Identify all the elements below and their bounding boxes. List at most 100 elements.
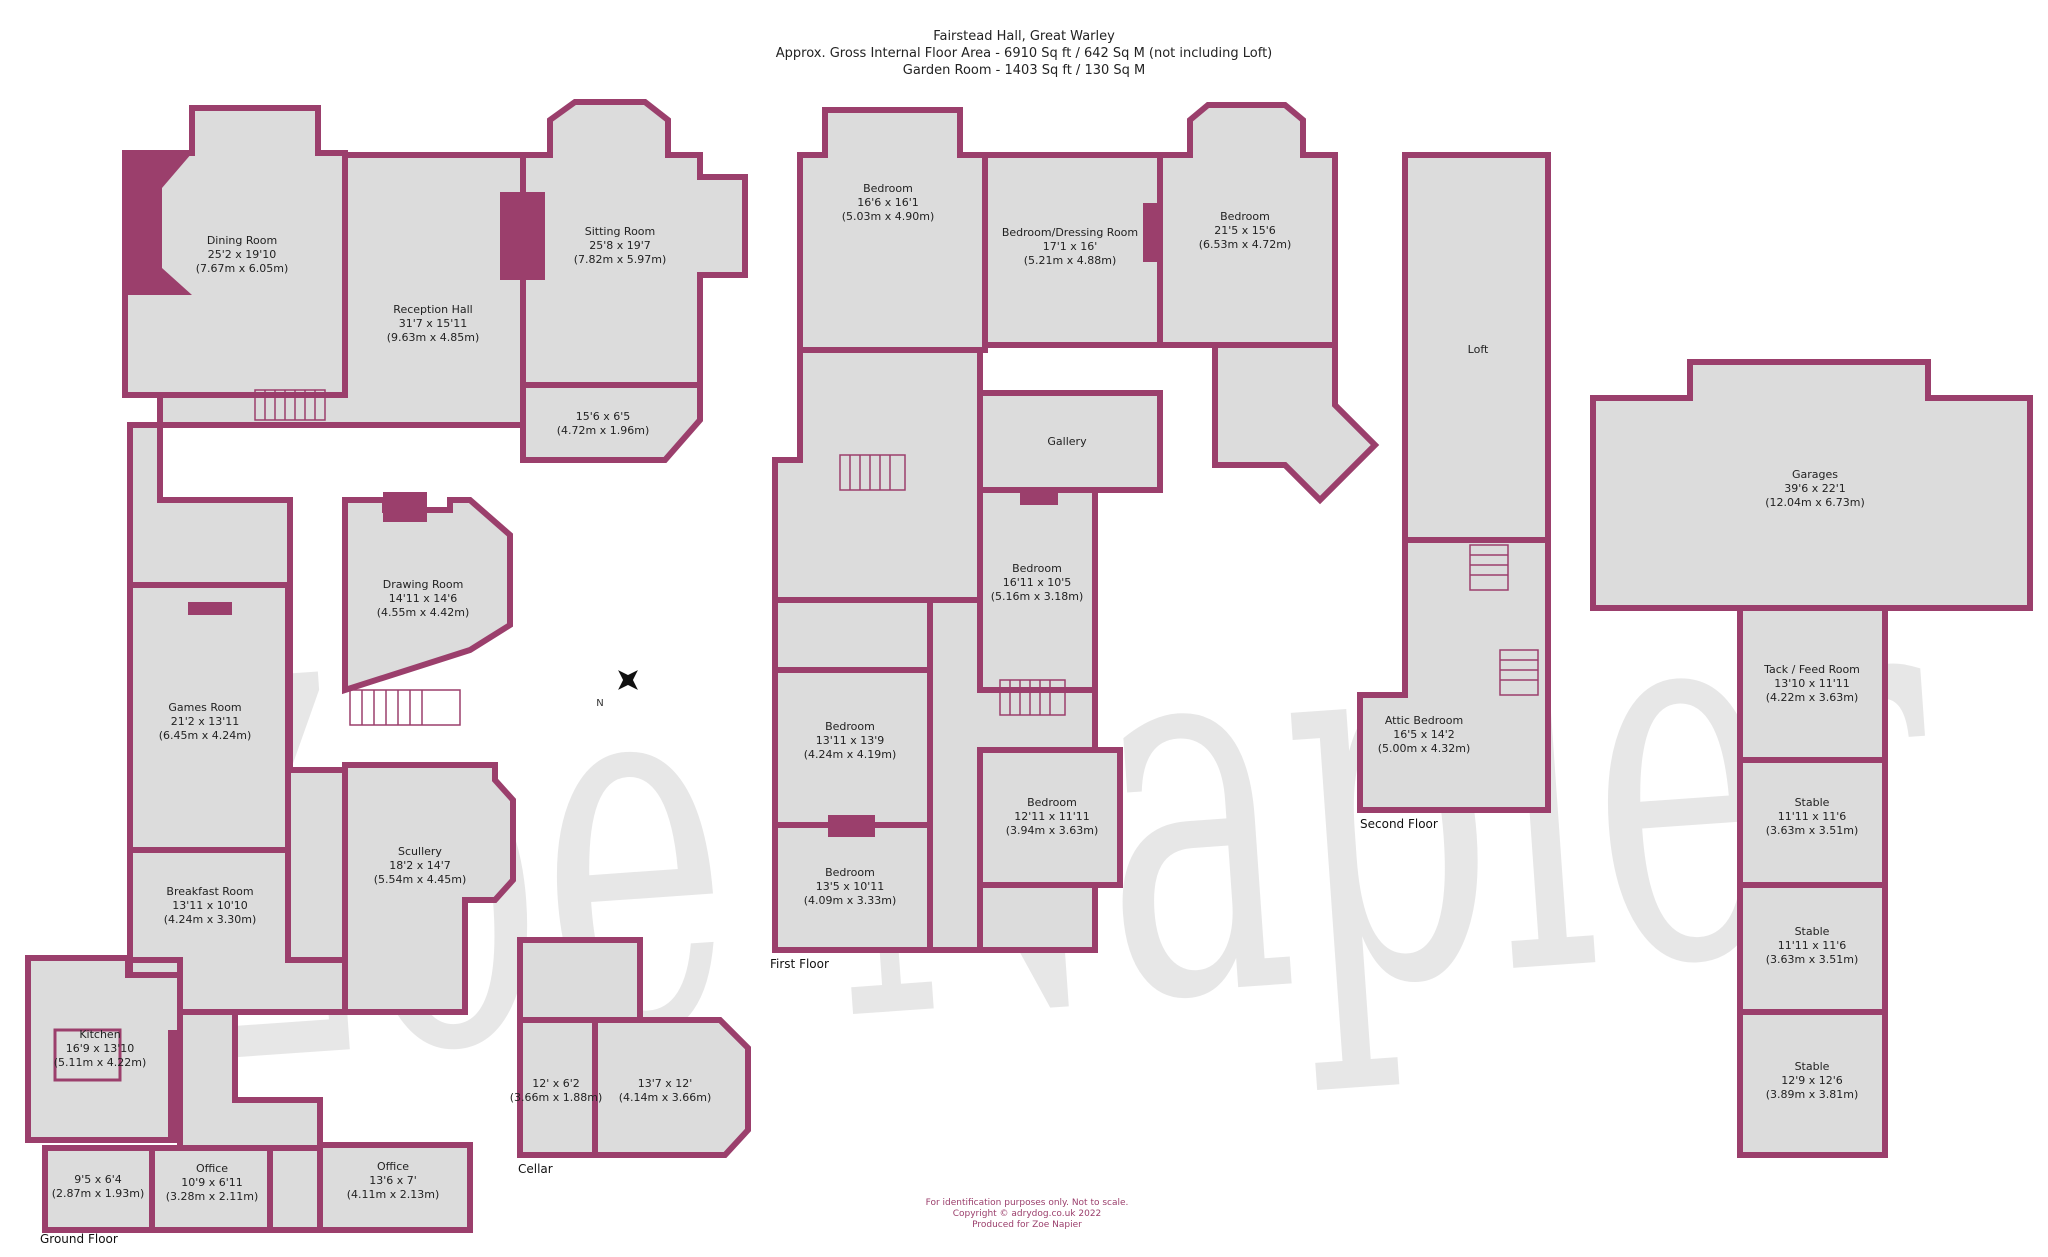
svg-text:Garages: Garages [1792, 468, 1838, 481]
svg-text:21'2 x 13'11: 21'2 x 13'11 [171, 715, 240, 728]
svg-text:(9.63m x 4.85m): (9.63m x 4.85m) [387, 331, 480, 344]
ensuite-room-shape [1212, 342, 1380, 505]
svg-text:Stable: Stable [1795, 1060, 1830, 1073]
bed3-fireplace [1020, 492, 1058, 505]
svg-text:Dining Room: Dining Room [207, 234, 277, 247]
svg-text:Bedroom: Bedroom [1220, 210, 1270, 223]
svg-text:(4.24m x 3.30m): (4.24m x 3.30m) [164, 913, 257, 926]
svg-text:Tack / Feed Room: Tack / Feed Room [1763, 663, 1860, 676]
first-landing-shape [772, 347, 983, 603]
compass-label: N [596, 698, 603, 709]
label-kitchen: Kitchen 16'9 x 13'10 (5.11m x 4.22m) [54, 1028, 147, 1069]
svg-text:Sitting Room: Sitting Room [585, 225, 656, 238]
svg-text:(5.11m x 4.22m): (5.11m x 4.22m) [54, 1056, 147, 1069]
svg-text:13'5 x 10'11: 13'5 x 10'11 [816, 880, 885, 893]
svg-text:12' x 6'2: 12' x 6'2 [532, 1077, 580, 1090]
svg-text:(3.63m x 3.51m): (3.63m x 3.51m) [1766, 953, 1859, 966]
svg-text:31'7 x 15'11: 31'7 x 15'11 [399, 317, 468, 330]
svg-text:(12.04m x 6.73m): (12.04m x 6.73m) [1765, 496, 1865, 509]
label-stable2: Stable 11'11 x 11'6 (3.63m x 3.51m) [1766, 925, 1859, 966]
dining-fireplace [125, 153, 192, 295]
svg-text:Office: Office [196, 1162, 228, 1175]
svg-text:12'11 x 11'11: 12'11 x 11'11 [1014, 810, 1090, 823]
svg-text:(3.28m x 2.11m): (3.28m x 2.11m) [166, 1190, 259, 1203]
svg-text:16'9 x 13'10: 16'9 x 13'10 [66, 1042, 135, 1055]
label-office2: Office 13'6 x 7' (4.11m x 2.13m) [347, 1160, 440, 1201]
bed6-room-shape [772, 822, 933, 953]
label-dining: Dining Room 25'2 x 19'10 (7.67m x 6.05m) [196, 234, 289, 275]
cellar-plan [517, 937, 751, 1158]
svg-text:13'10 x 11'11: 13'10 x 11'11 [1774, 677, 1850, 690]
svg-text:16'5 x 14'2: 16'5 x 14'2 [1393, 728, 1455, 741]
svg-text:Kitchen: Kitchen [79, 1028, 120, 1041]
svg-text:(4.14m x 3.66m): (4.14m x 3.66m) [619, 1091, 712, 1104]
bed6-fireplace [828, 815, 875, 837]
label-stable1: Stable 11'11 x 11'6 (3.63m x 3.51m) [1766, 796, 1859, 837]
svg-text:16'6 x 16'1: 16'6 x 16'1 [857, 196, 919, 209]
svg-text:25'8 x 19'7: 25'8 x 19'7 [589, 239, 651, 252]
garage-plan [1590, 359, 2033, 1158]
svg-text:(3.94m x 3.63m): (3.94m x 3.63m) [1006, 824, 1099, 837]
label-games: Games Room 21'2 x 13'11 (6.45m x 4.24m) [159, 701, 252, 742]
label-bed1: Bedroom 16'6 x 16'1 (5.03m x 4.90m) [842, 182, 935, 223]
label-bed6: Bedroom 13'5 x 10'11 (4.09m x 3.33m) [804, 866, 897, 907]
svg-text:Bedroom: Bedroom [1012, 562, 1062, 575]
svg-text:(4.72m x 1.96m): (4.72m x 1.96m) [557, 424, 650, 437]
wc-room-shape [267, 1145, 323, 1233]
svg-text:Office: Office [377, 1160, 409, 1173]
svg-text:21'5 x 15'6: 21'5 x 15'6 [1214, 224, 1276, 237]
plan-area: Approx. Gross Internal Floor Area - 6910… [776, 46, 1273, 61]
svg-text:Loft: Loft [1468, 343, 1489, 356]
svg-text:10'9 x 6'11: 10'9 x 6'11 [181, 1176, 243, 1189]
label-sitting: Sitting Room 25'8 x 19'7 (7.82m x 5.97m) [574, 225, 667, 266]
svg-text:Bedroom: Bedroom [863, 182, 913, 195]
svg-text:Games Room: Games Room [168, 701, 241, 714]
games-fireplace [188, 602, 232, 615]
svg-text:11'11 x 11'6: 11'11 x 11'6 [1778, 939, 1847, 952]
svg-text:(7.67m x 6.05m): (7.67m x 6.05m) [196, 262, 289, 275]
breakfast-room-shape [127, 847, 348, 1015]
cellar-stair-room [517, 937, 643, 1023]
svg-text:Attic Bedroom: Attic Bedroom [1385, 714, 1463, 727]
second-stairs [1469, 544, 1539, 696]
cellar2-room-shape [592, 1017, 751, 1158]
label-utility: 9'5 x 6'4 (2.87m x 1.93m) [52, 1173, 145, 1200]
bed5-room-shape [977, 747, 1123, 888]
first-floor-plan [772, 102, 1380, 953]
svg-text:15'6 x 6'5: 15'6 x 6'5 [576, 410, 631, 423]
footer-produced: Produced for Zoe Napier [972, 1220, 1082, 1230]
label-bed5: Bedroom 12'11 x 11'11 (3.94m x 3.63m) [1006, 796, 1099, 837]
office2-room-shape [317, 1142, 473, 1233]
footer-disclaimer: For identification purposes only. Not to… [926, 1198, 1129, 1208]
svg-text:Drawing Room: Drawing Room [383, 578, 464, 591]
cellar-label: Cellar [518, 1162, 553, 1176]
svg-text:12'9 x 12'6: 12'9 x 12'6 [1781, 1074, 1843, 1087]
svg-text:(4.55m x 4.42m): (4.55m x 4.42m) [377, 606, 470, 619]
label-porch: 15'6 x 6'5 (4.72m x 1.96m) [557, 410, 650, 437]
svg-text:Bedroom: Bedroom [1027, 796, 1077, 809]
svg-text:11'11 x 11'6: 11'11 x 11'6 [1778, 810, 1847, 823]
label-bed-dress: Bedroom/Dressing Room 17'1 x 16' (5.21m … [1002, 226, 1138, 267]
first-stairs [839, 454, 1066, 716]
svg-text:Stable: Stable [1795, 925, 1830, 938]
attic-room-shape [1357, 537, 1551, 813]
label-gallery: Gallery [1047, 435, 1087, 448]
svg-text:(5.21m x 4.88m): (5.21m x 4.88m) [1024, 254, 1117, 267]
svg-text:13'11 x 13'9: 13'11 x 13'9 [816, 734, 885, 747]
label-attic: Attic Bedroom 16'5 x 14'2 (5.00m x 4.32m… [1378, 714, 1471, 755]
svg-text:16'11 x 10'5: 16'11 x 10'5 [1003, 576, 1072, 589]
kitchen-room-shape [25, 955, 183, 1143]
svg-text:Bedroom: Bedroom [825, 866, 875, 879]
label-cellar1: 12' x 6'2 (3.66m x 1.88m) [510, 1077, 603, 1104]
label-loft: Loft [1468, 343, 1489, 356]
footer-copyright: Copyright © adrydog.co.uk 2022 [953, 1209, 1102, 1219]
bed1-room-shape [797, 107, 988, 353]
svg-text:39'6 x 22'1: 39'6 x 22'1 [1784, 482, 1846, 495]
office1-room-shape [149, 1145, 273, 1233]
plan-garden-area: Garden Room - 1403 Sq ft / 130 Sq M [903, 63, 1146, 78]
svg-text:(3.89m x 3.81m): (3.89m x 3.81m) [1766, 1088, 1859, 1101]
second-floor-plan [1357, 152, 1551, 813]
scullery-room-shape [342, 762, 516, 1015]
sitting-room-shape [520, 99, 748, 388]
